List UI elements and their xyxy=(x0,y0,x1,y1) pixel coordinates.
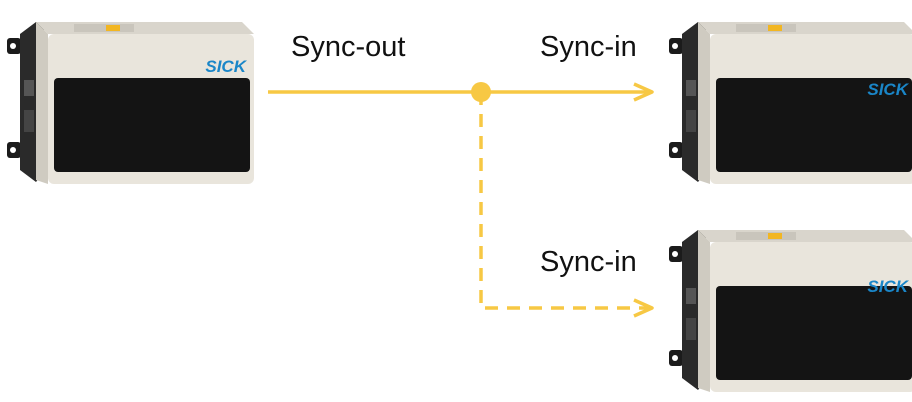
master-scanner: SICK xyxy=(7,22,254,184)
master-brand-logo: SICK xyxy=(205,57,247,76)
arrowhead-top xyxy=(633,82,654,102)
arrowhead-bottom xyxy=(633,298,654,318)
sync-in-top-label: Sync-in xyxy=(540,31,637,63)
slave-scanner-top: SICK xyxy=(669,22,912,184)
junction-dot xyxy=(471,82,491,102)
dashed-sync-connection xyxy=(479,92,654,318)
sync-in-bottom-label: Sync-in xyxy=(540,246,637,278)
slave-scanner-bottom: SICK xyxy=(669,230,912,392)
slave-top-brand-logo: SICK xyxy=(867,80,909,99)
slave-bottom-brand-logo: SICK xyxy=(867,277,909,296)
sync-out-label: Sync-out xyxy=(291,31,406,63)
solid-sync-connection xyxy=(268,82,654,102)
